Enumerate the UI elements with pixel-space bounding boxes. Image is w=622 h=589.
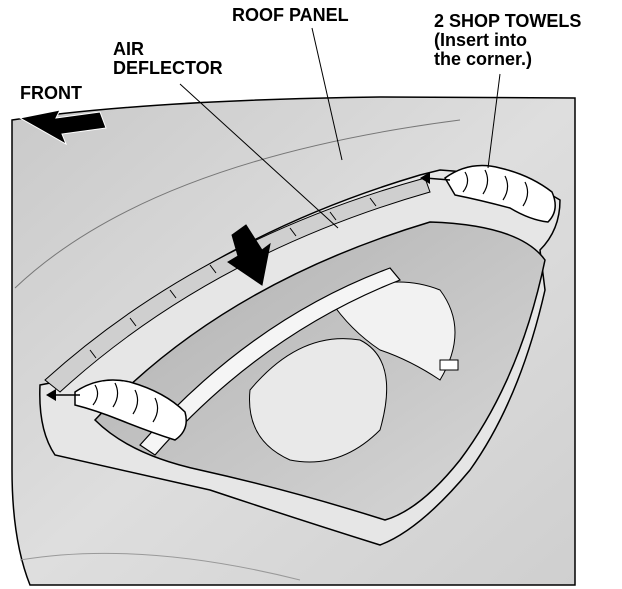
air-deflector-label: AIR DEFLECTOR bbox=[113, 39, 223, 78]
shop-towels-label: 2 SHOP TOWELS (Insert into the corner.) bbox=[434, 11, 582, 69]
towel-icon bbox=[74, 379, 187, 441]
dome-light bbox=[439, 359, 459, 371]
front-arrow-icon bbox=[18, 109, 107, 146]
insert-arrow-head bbox=[420, 172, 430, 184]
seat-side bbox=[329, 281, 456, 381]
air-deflector-strip bbox=[44, 177, 431, 393]
leader-line-roof-panel bbox=[311, 27, 343, 161]
leader-line-shop-towels bbox=[487, 73, 501, 169]
leader-line-air-deflector bbox=[179, 83, 339, 229]
towel-twist-lines bbox=[92, 382, 159, 423]
roof-contour-line bbox=[14, 119, 461, 289]
towel-twist-lines bbox=[462, 169, 529, 207]
roof-contour-line-lower bbox=[19, 552, 301, 581]
seat-back bbox=[249, 338, 388, 463]
roof-panel-label: ROOF PANEL bbox=[232, 5, 349, 25]
insert-arrow-head bbox=[46, 389, 56, 401]
towel-icon bbox=[444, 164, 556, 223]
front-label: FRONT bbox=[20, 83, 82, 103]
press-arrow-icon bbox=[227, 224, 271, 286]
